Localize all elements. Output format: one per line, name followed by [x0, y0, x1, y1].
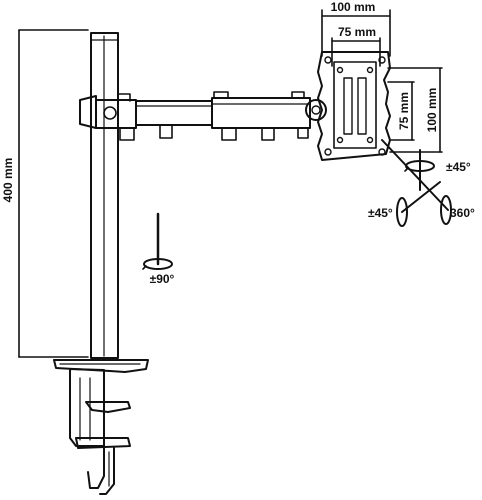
- vesa-width-dimensions: 100 mm 75 mm: [321, 0, 391, 67]
- vesa-height-dimensions: 75 mm 100 mm: [387, 67, 443, 153]
- vesa-100-side-label: 100 mm: [425, 88, 439, 133]
- arm-90-label: ±90°: [150, 272, 175, 286]
- vesa-100-top-label: 100 mm: [331, 0, 376, 14]
- tilt-45-label: ±45°: [446, 160, 471, 174]
- vesa-75-side-label: 75 mm: [397, 92, 411, 130]
- arm-rotation-symbol: [142, 212, 173, 270]
- vertical-pole: [90, 32, 119, 359]
- rotation-axes: [381, 139, 452, 227]
- rotate-360-label: 360°: [450, 206, 475, 220]
- height-400-label: 400 mm: [1, 158, 15, 203]
- vesa-75-top-label: 75 mm: [338, 25, 376, 39]
- monitor-arm: [79, 91, 327, 141]
- desk-clamp: [53, 359, 149, 495]
- swivel-45-label: ±45°: [368, 206, 393, 220]
- vesa-plate: [317, 51, 391, 161]
- height-dimension: 400 mm: [1, 29, 89, 358]
